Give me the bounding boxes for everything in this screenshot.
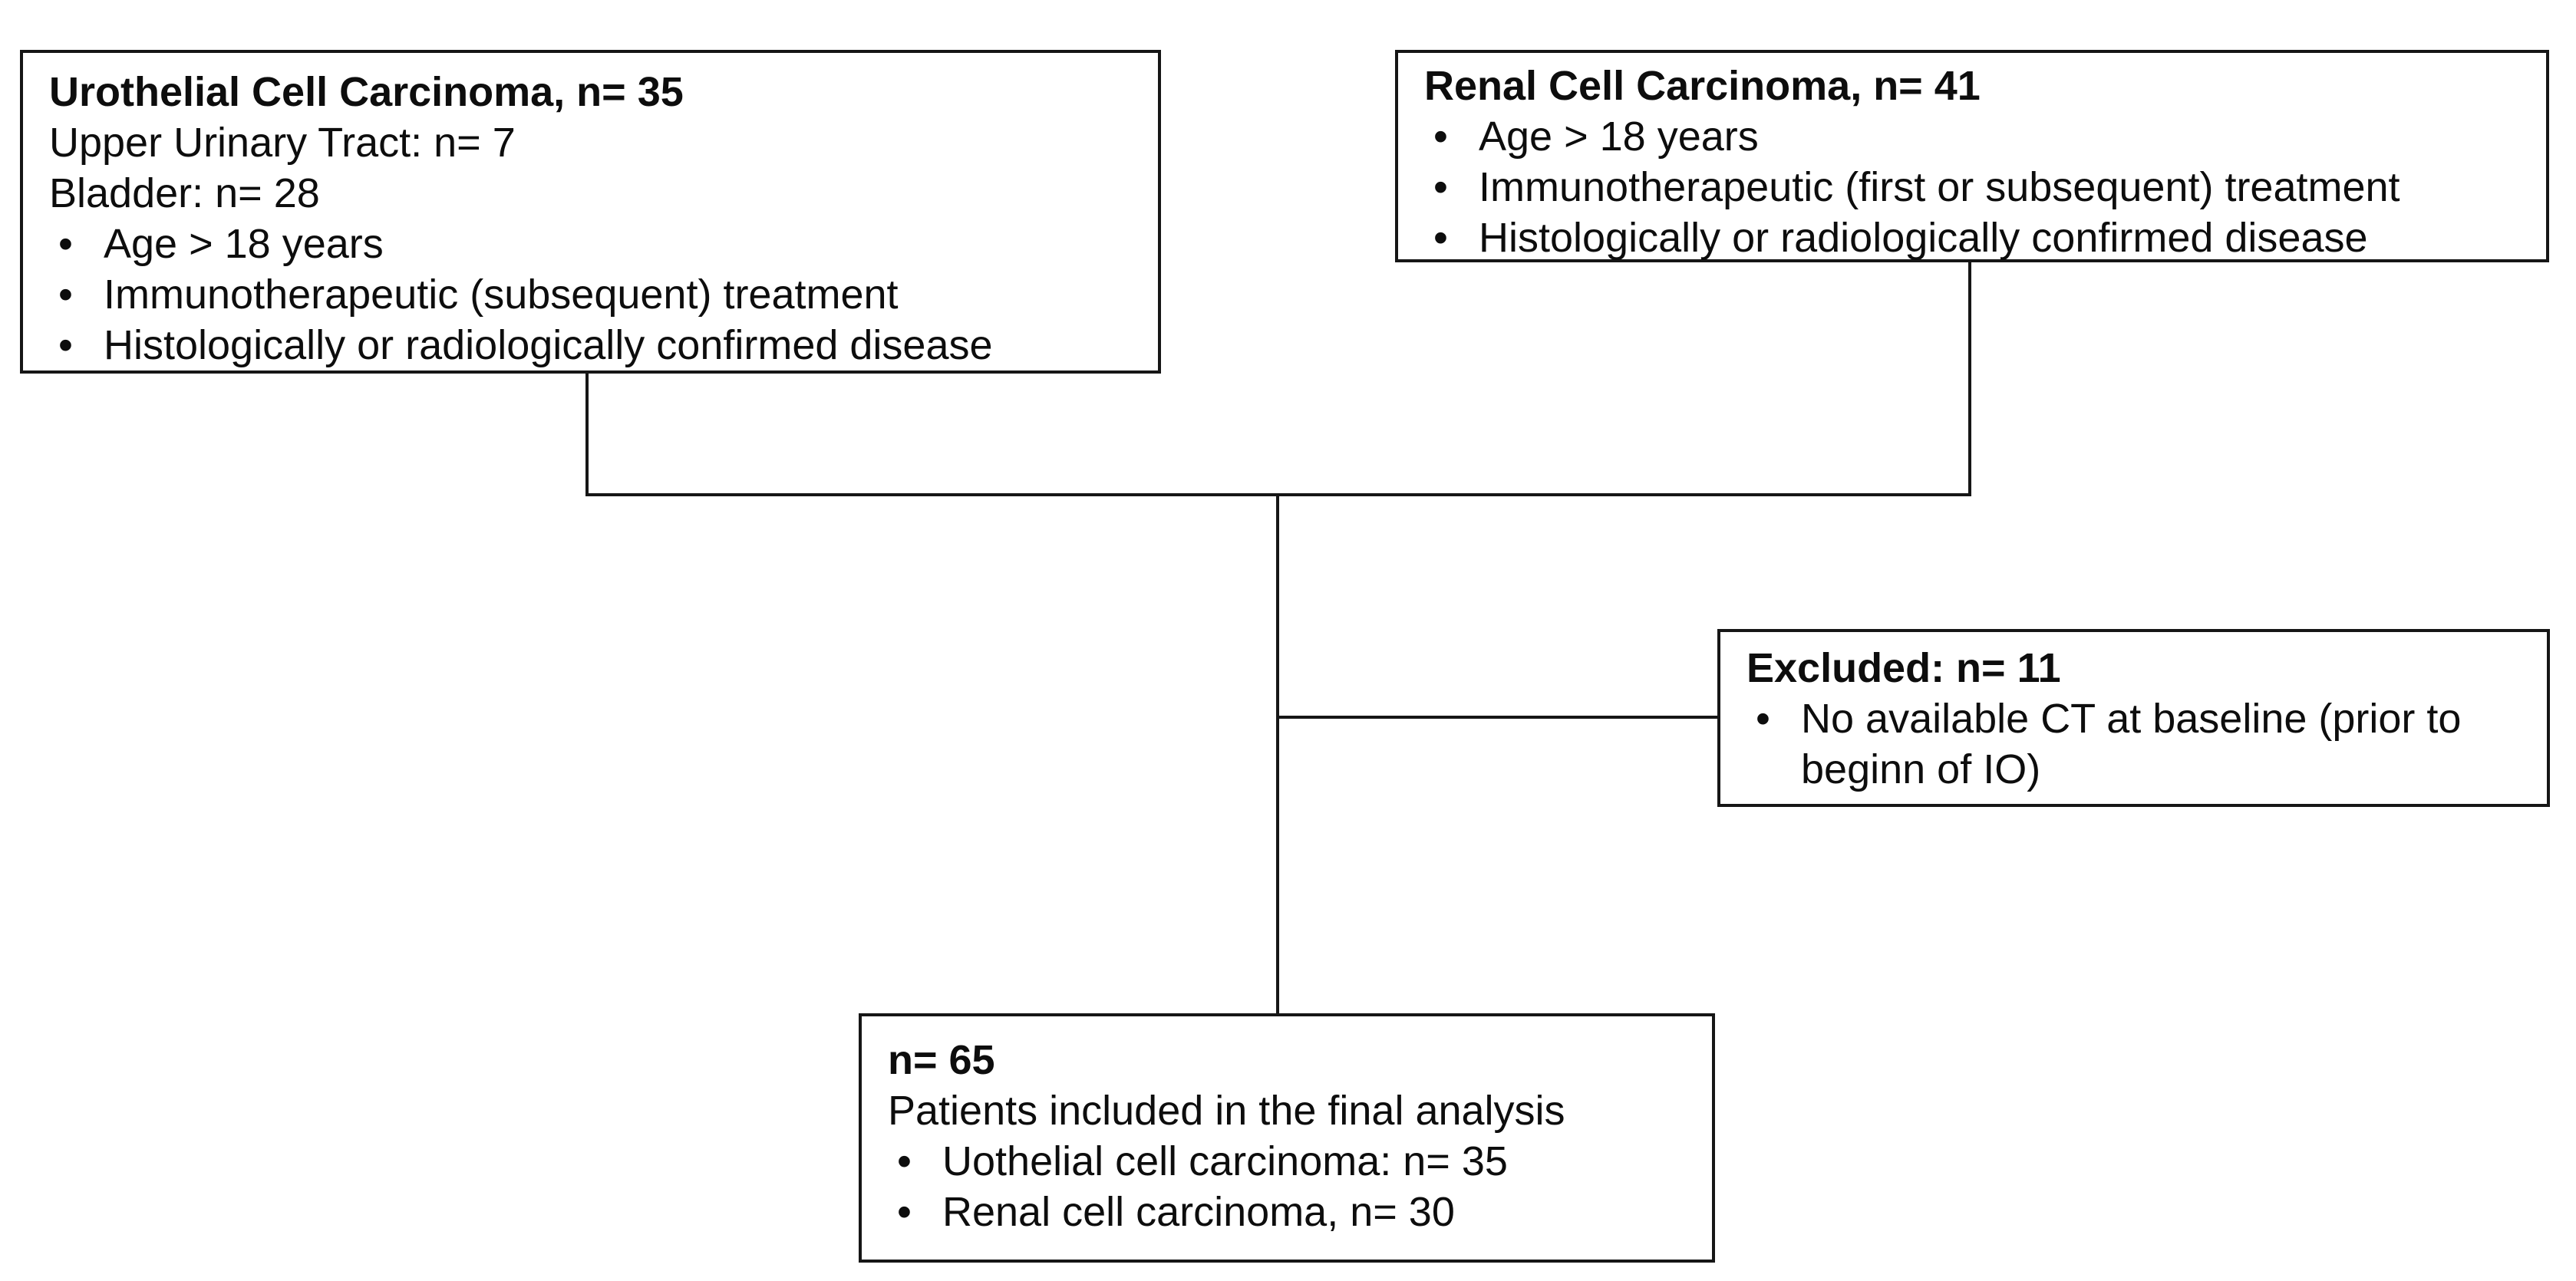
bullet-marker: • — [1433, 114, 1448, 160]
list-item: • Renal cell carcinoma, n= 30 — [888, 1187, 1692, 1237]
list-item: • Histologically or radiologically confi… — [49, 320, 1138, 370]
final-box-title: n= 65 — [888, 1037, 995, 1083]
bullet-marker: • — [1433, 215, 1448, 261]
renal-criterion-confirmed-disease: Histologically or radiologically confirm… — [1479, 215, 2368, 261]
connector-main-vertical — [1276, 493, 1279, 1016]
final-urothelial-count: Uothelial cell carcinoma: n= 35 — [942, 1138, 1508, 1184]
urothelial-carcinoma-box: Urothelial Cell Carcinoma, n= 35 Upper U… — [20, 50, 1161, 374]
bladder-count: Bladder: n= 28 — [49, 170, 320, 216]
list-item: • Immunotherapeutic (subsequent) treatme… — [49, 269, 1138, 320]
urothelial-criterion-age: Age > 18 years — [104, 221, 384, 267]
bullet-marker: • — [58, 272, 73, 318]
list-item: • Histologically or radiologically confi… — [1424, 212, 2526, 263]
renal-criterion-treatment: Immunotherapeutic (first or subsequent) … — [1479, 164, 2400, 210]
list-item: • No available CT at baseline (prior to … — [1746, 693, 2527, 795]
renal-criterion-age: Age > 18 years — [1479, 114, 1759, 160]
upper-urinary-tract-count: Upper Urinary Tract: n= 7 — [49, 120, 516, 166]
urothelial-criterion-treatment: Immunotherapeutic (subsequent) treatment — [104, 272, 899, 318]
bullet-marker: • — [58, 221, 73, 267]
connector-urothelial-stub — [585, 372, 589, 496]
excluded-box: Excluded: n= 11 • No available CT at bas… — [1717, 629, 2550, 807]
list-item: • Age > 18 years — [49, 219, 1138, 269]
urothelial-box-title: Urothelial Cell Carcinoma, n= 35 — [49, 69, 684, 115]
list-item: • Age > 18 years — [1424, 111, 2526, 162]
renal-carcinoma-box: Renal Cell Carcinoma, n= 41 • Age > 18 y… — [1395, 50, 2549, 262]
bullet-marker: • — [58, 322, 73, 368]
final-analysis-description: Patients included in the final analysis — [888, 1088, 1565, 1134]
excluded-reason-no-baseline-ct: No available CT at baseline (prior to be… — [1801, 696, 2462, 792]
urothelial-criterion-confirmed-disease: Histologically or radiologically confirm… — [104, 322, 993, 368]
connector-excluded-branch — [1276, 716, 1717, 719]
excluded-box-title: Excluded: n= 11 — [1746, 645, 2061, 691]
bullet-marker: • — [1433, 164, 1448, 210]
bullet-marker: • — [897, 1189, 912, 1235]
connector-renal-stub — [1968, 261, 1971, 496]
list-item: • Immunotherapeutic (first or subsequent… — [1424, 162, 2526, 212]
final-analysis-box: n= 65 Patients included in the final ana… — [859, 1013, 1715, 1263]
renal-box-title: Renal Cell Carcinoma, n= 41 — [1424, 63, 1981, 109]
bullet-marker: • — [897, 1138, 912, 1184]
list-item: • Uothelial cell carcinoma: n= 35 — [888, 1136, 1692, 1187]
final-renal-count: Renal cell carcinoma, n= 30 — [942, 1189, 1455, 1235]
bullet-marker: • — [1756, 696, 1770, 742]
